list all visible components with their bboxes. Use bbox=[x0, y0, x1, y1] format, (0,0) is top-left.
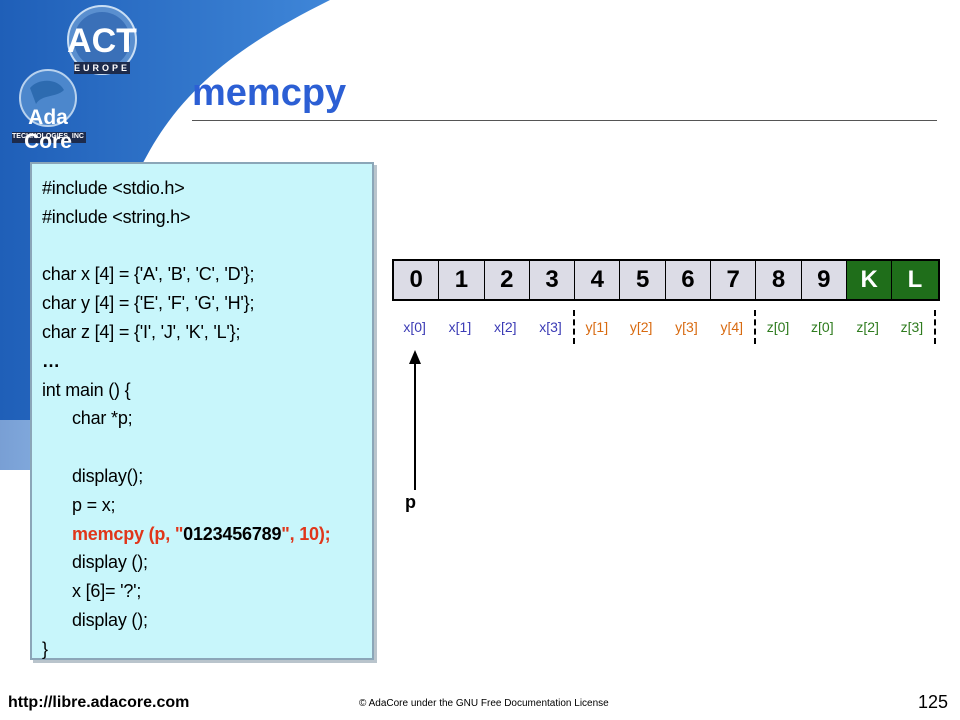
page-title: memcpy bbox=[192, 72, 347, 114]
code-line-ellipsis: … bbox=[42, 350, 60, 371]
code-line-main: int main () { bbox=[42, 379, 131, 400]
memory-label: x[2] bbox=[493, 319, 517, 335]
memcpy-call-start: memcpy (p, " bbox=[72, 523, 184, 544]
code-line-display-2: display (); bbox=[72, 552, 148, 573]
code-line-pointer-decl: char *p; bbox=[72, 408, 133, 429]
code-line-memcpy: memcpy (p, "0123456789", 10); bbox=[42, 520, 372, 549]
code-line-1: #include <stdio.h> bbox=[42, 178, 185, 198]
code-line-close: } bbox=[42, 638, 48, 659]
memcpy-call-end: ", 10); bbox=[281, 523, 331, 544]
memory-label: y[1] bbox=[573, 310, 618, 344]
code-line-5: char y [4] = {'E', 'F', 'G', 'H'}; bbox=[42, 293, 255, 314]
memory-label: y[3] bbox=[675, 319, 698, 335]
memory-cell: 2 bbox=[484, 261, 530, 299]
memory-cell: 3 bbox=[529, 261, 576, 299]
memory-label: y[2] bbox=[629, 319, 653, 335]
code-line-display-1: display(); bbox=[72, 465, 144, 486]
memory-labels: x[0] x[1] x[2] x[3] y[1] y[2] y[3] y[4] … bbox=[392, 310, 936, 344]
memory-cell: 8 bbox=[756, 261, 802, 299]
memory-label: z[0] bbox=[811, 319, 834, 335]
code-line-4: char x [4] = {'A', 'B', 'C', 'D'}; bbox=[42, 264, 255, 285]
memory-cell: 7 bbox=[711, 261, 757, 299]
memory-label: x[3] bbox=[539, 319, 562, 335]
memory-label: x[0] bbox=[403, 319, 426, 335]
memory-cells: 0 1 2 3 4 5 6 7 8 9 K L bbox=[392, 259, 940, 301]
code-line-assign: p = x; bbox=[72, 494, 116, 515]
memory-cell: 1 bbox=[439, 261, 485, 299]
footer-url: http://libre.adacore.com bbox=[8, 694, 190, 711]
act-logo-text: ACT bbox=[67, 22, 137, 60]
code-line-6: char z [4] = {'I', 'J', 'K', 'L'}; bbox=[42, 321, 241, 342]
pointer-arrow-icon bbox=[409, 350, 421, 490]
memory-cell-unchanged: K bbox=[846, 261, 893, 299]
memory-label: z[2] bbox=[856, 319, 879, 335]
memory-cell: 5 bbox=[620, 261, 666, 299]
page-number: 125 bbox=[917, 692, 948, 712]
code-line-3 bbox=[42, 232, 372, 261]
adacore-logo-text: Ada Core bbox=[24, 106, 72, 153]
memcpy-string: 0123456789 bbox=[183, 523, 282, 544]
code-line-assign-6: x [6]= '?'; bbox=[72, 581, 142, 602]
code-listing: #include <stdio.h> #include <string.h> c… bbox=[30, 162, 374, 660]
act-europe-logo: ACT EUROPE bbox=[62, 4, 142, 80]
memory-cell-unchanged: L bbox=[892, 261, 938, 299]
adacore-logo: Ada Core TECHNOLOGIES, INC bbox=[2, 68, 94, 153]
pointer-label: p bbox=[405, 492, 416, 512]
memory-label: z[0] bbox=[754, 310, 799, 344]
code-line-2: #include <string.h> bbox=[42, 206, 191, 227]
footer-copyright: © AdaCore under the GNU Free Documentati… bbox=[359, 698, 609, 709]
memory-cell: 0 bbox=[394, 261, 440, 299]
memory-label: y[4] bbox=[720, 319, 744, 335]
memory-label: x[1] bbox=[448, 319, 472, 335]
memory-cell: 9 bbox=[801, 261, 847, 299]
memory-label: z[3] bbox=[890, 310, 936, 344]
act-logo-subtext: EUROPE bbox=[73, 63, 130, 73]
code-line-blank bbox=[42, 433, 372, 462]
code-line-display-3: display (); bbox=[72, 609, 148, 630]
adacore-logo-subtext: TECHNOLOGIES, INC bbox=[12, 133, 84, 140]
title-divider bbox=[192, 120, 937, 121]
memory-cell: 4 bbox=[575, 261, 621, 299]
memory-cell: 6 bbox=[665, 261, 712, 299]
